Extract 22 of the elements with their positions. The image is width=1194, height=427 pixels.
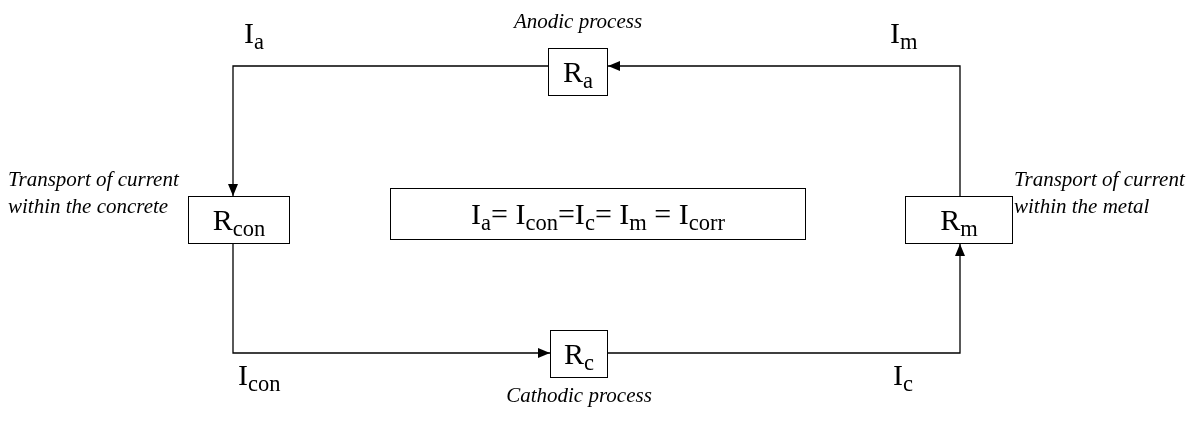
current-label: I$_{a}$	[244, 18, 264, 48]
process-caption: Cathodic process	[505, 382, 653, 409]
process-caption: Transport of current within the concrete	[8, 166, 181, 220]
resistor-label: R$_{con}$	[212, 205, 266, 235]
arrow	[607, 243, 965, 354]
process-caption: Transport of current within the metal	[1014, 166, 1187, 220]
arrow	[607, 61, 961, 197]
resistor-box	[548, 48, 608, 96]
arrow	[232, 243, 551, 358]
equation-box	[390, 188, 806, 240]
resistor-box	[550, 330, 608, 378]
arrow	[228, 65, 549, 197]
equation: I$_{a}$= I$_{con}$=I$_{c}$= I$_{m}$ = I$_{corr}$	[471, 199, 725, 229]
resistor-label: R$_{a}$	[563, 57, 593, 87]
process-caption: Anodic process	[512, 8, 644, 35]
current-label: I$_{m}$	[890, 18, 918, 48]
resistor-label: R$_{c}$	[564, 339, 594, 369]
resistor-label: R$_{m}$	[940, 205, 978, 235]
current-label: I$_{con}$	[238, 360, 281, 390]
current-label: I$_{c}$	[893, 360, 913, 390]
resistor-box	[188, 196, 290, 244]
resistor-box	[905, 196, 1013, 244]
